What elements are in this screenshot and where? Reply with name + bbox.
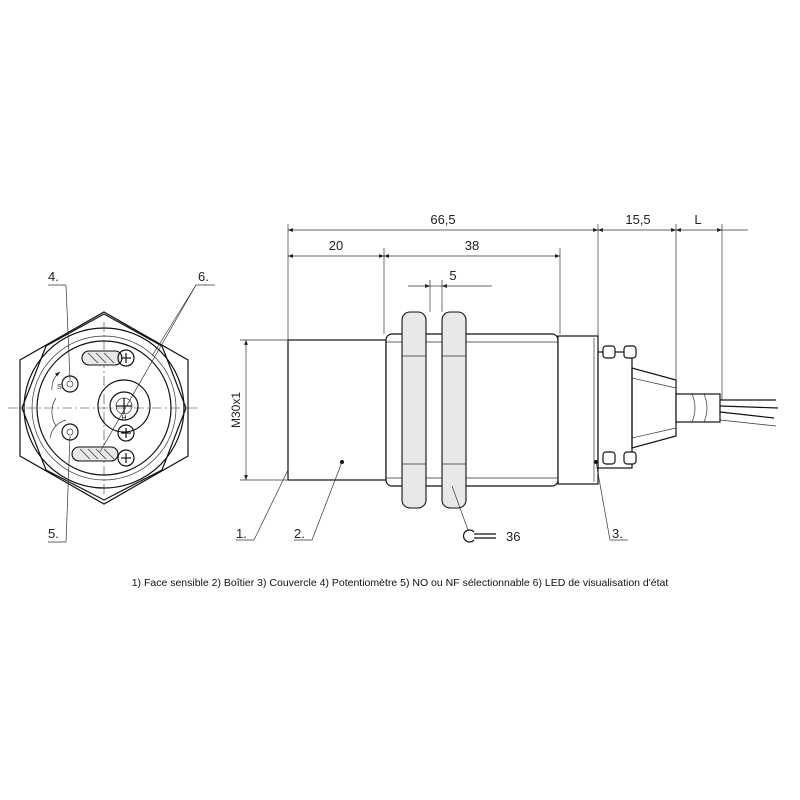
- nut-right: [441, 311, 467, 509]
- legend: 1) Face sensible 2) Boîtier 3) Couvercle…: [131, 577, 669, 589]
- wrench-icon: [451, 485, 496, 543]
- callout-3: 3.: [612, 526, 623, 541]
- led-indicator-bottom: [71, 446, 119, 462]
- dim-face-label: 20: [329, 238, 343, 253]
- potentiometer-dial: [109, 391, 139, 421]
- hexagon: [19, 311, 189, 505]
- dim-nut-label: 5: [449, 268, 456, 283]
- cable-gland: [631, 367, 677, 449]
- switch-arc-icon: [49, 419, 67, 439]
- potentiometer-housing: [97, 379, 151, 433]
- callout-6: 6.: [198, 269, 209, 284]
- dim-thread-label: 38: [465, 238, 479, 253]
- cable: [675, 393, 721, 423]
- dim-cable-label: L: [694, 212, 701, 227]
- nut-left: [401, 311, 427, 509]
- side-view: 66,5 20 38 5 15,5 L M30x1 36 1.: [229, 212, 779, 544]
- cover: [557, 335, 599, 485]
- wire-2: [719, 405, 779, 409]
- front-view: H S 4. 6. 5.: [8, 269, 215, 543]
- dim-thread-size-label: M30x1: [229, 392, 243, 428]
- wire-4: [719, 419, 777, 427]
- pot-label: H: [121, 415, 126, 422]
- callout-5: 5.: [48, 526, 59, 541]
- rear-block: [597, 351, 633, 469]
- rotary-label: S: [57, 384, 62, 391]
- wrench-size-label: 36: [506, 529, 520, 544]
- dim-overall-label: 66,5: [430, 212, 455, 227]
- screw-bottom-icon: [117, 449, 135, 467]
- dim-cover-label: 15,5: [625, 212, 650, 227]
- wire-3: [719, 411, 775, 419]
- hex-nut-outline: [21, 313, 187, 501]
- callout-1: 1.: [236, 526, 247, 541]
- screw-right-icon: [117, 424, 135, 442]
- sensing-face: [287, 339, 387, 481]
- screw-top-icon: [117, 349, 135, 367]
- callout-4: 4.: [48, 269, 59, 284]
- callout-2: 2.: [294, 526, 305, 541]
- rotation-arrow-icon: [51, 371, 61, 391]
